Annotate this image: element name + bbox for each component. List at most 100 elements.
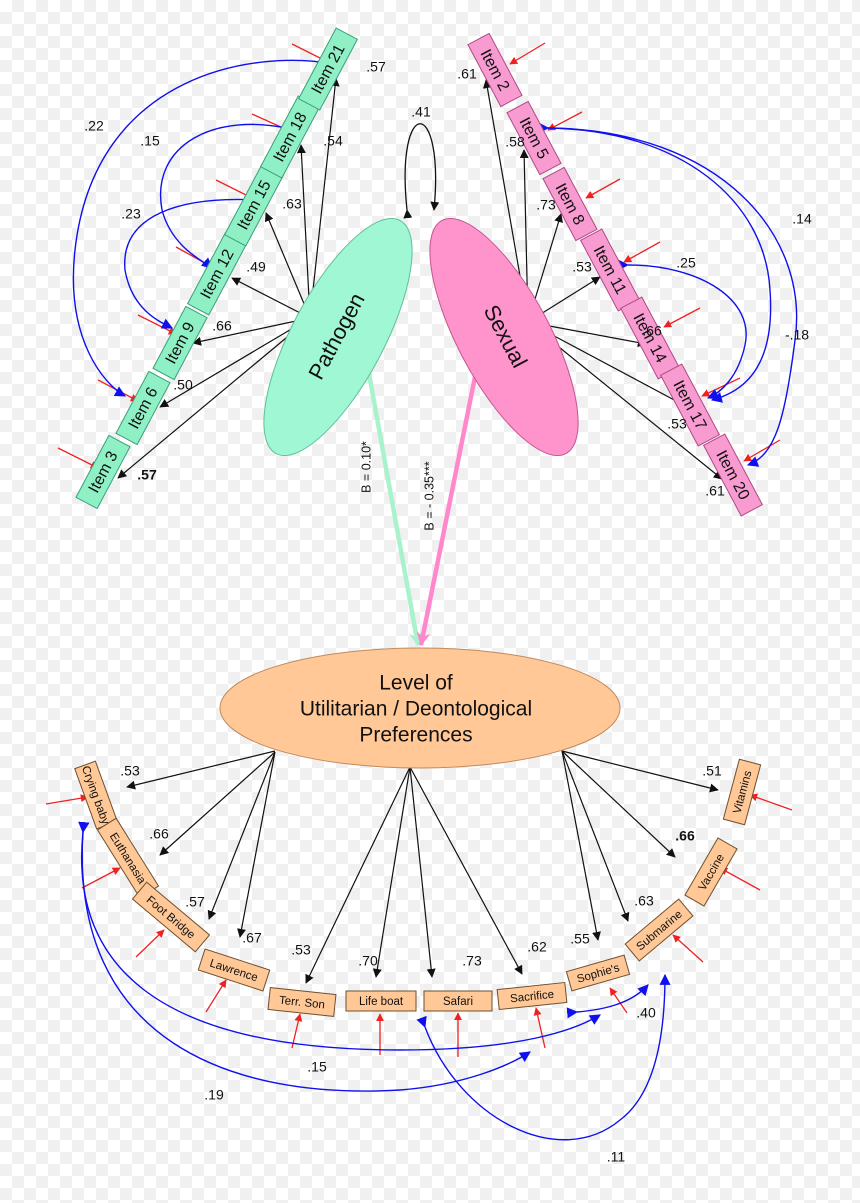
error-arrow — [743, 439, 781, 462]
pathogen-item-12-box: Item 12 — [186, 232, 248, 316]
sexual-factor: Sexual — [429, 217, 579, 457]
loading-arrow — [237, 751, 276, 938]
loading-label: .57 — [137, 467, 157, 483]
error-arrow — [719, 867, 761, 891]
dilemma-life-boat-box: Life boat — [345, 990, 417, 1012]
pathogen-item-21-box: Item 21 — [297, 27, 359, 111]
error-arrow — [509, 42, 546, 65]
covariance-label: .15 — [307, 1059, 327, 1075]
loading-arrow — [159, 751, 276, 856]
loading-arrow — [207, 751, 276, 920]
dilemma-safari-box: Safari — [423, 990, 493, 1012]
pathogen-ellipse — [263, 217, 413, 457]
dilemma-crying-baby-box: Crying baby — [74, 760, 118, 830]
error-arrow — [623, 241, 661, 263]
item-rect — [467, 32, 523, 108]
dilemma-vitamins-box: Vitamins — [722, 758, 762, 826]
loading-arrow — [561, 750, 630, 922]
covariance-curve — [538, 122, 798, 467]
error-arrow — [749, 793, 793, 811]
error-arrow — [672, 934, 704, 963]
covariance-curve — [416, 973, 671, 1141]
covariance-label: .19 — [204, 1087, 224, 1103]
item-rect — [659, 363, 721, 447]
outcome-label-line: Preferences — [359, 724, 472, 747]
dilemma-sophie-s-box: Sophie's — [565, 954, 631, 992]
dilemma-label: Life boat — [359, 996, 404, 1008]
dilemma-rect — [684, 837, 738, 907]
loading-label: .50 — [173, 377, 193, 393]
loading-label: .66 — [675, 828, 695, 844]
covariance-curve — [124, 195, 269, 329]
loading-label: .62 — [527, 939, 547, 955]
pathogen-path-arrow — [359, 334, 423, 647]
error-arrow — [137, 314, 177, 335]
error-arrow — [609, 987, 628, 1014]
sexual-item-20-box: Item 20 — [702, 433, 764, 517]
error-arrow — [135, 929, 165, 958]
covariance-curve — [538, 122, 772, 403]
loading-arrow — [409, 766, 523, 975]
dilemma-vaccine-box: Vaccine — [684, 837, 738, 907]
dilemma-terr-son-box: Terr. Son — [267, 987, 337, 1017]
item-rect — [702, 433, 764, 517]
outcome-ellipse — [219, 647, 621, 769]
loading-label: .49 — [246, 259, 266, 275]
dilemma-rect — [345, 990, 417, 1012]
covariance-label: .22 — [84, 118, 104, 134]
sexual-item-17-box: Item 17 — [659, 363, 721, 447]
dilemma-rect — [496, 981, 568, 1011]
error-arrow — [45, 794, 89, 805]
sexual-path-label: B = - 0.35*** — [422, 461, 436, 530]
loading-arrow — [305, 766, 411, 984]
dilemma-label: Terr. Son — [278, 995, 325, 1012]
loading-arrow — [372, 766, 411, 978]
loading-label: .57 — [185, 894, 205, 910]
covariance-label: .23 — [121, 206, 141, 222]
sexual-ellipse — [429, 217, 579, 457]
pathogen-item-18-box: Item 18 — [259, 95, 321, 179]
covariance-curve — [72, 59, 343, 397]
item-rect — [75, 434, 131, 510]
covariance-label: .40 — [636, 1005, 656, 1021]
covariance-label: .15 — [140, 133, 160, 149]
loading-arrow — [264, 212, 311, 319]
loading-arrow — [561, 750, 676, 858]
dilemma-rect — [423, 990, 493, 1012]
covariance-label: .14 — [792, 211, 812, 227]
item-rect — [297, 27, 359, 111]
loading-label: .66 — [149, 826, 169, 842]
item-rect — [542, 166, 598, 242]
error-arrow — [205, 979, 227, 1013]
loading-label: .58 — [505, 134, 525, 150]
loading-label: .66 — [212, 318, 232, 334]
covariance-label: .25 — [676, 255, 696, 271]
covariance-curve — [78, 821, 601, 1051]
factor-correlation-label: .41 — [411, 104, 431, 120]
loading-label: .73 — [462, 953, 482, 969]
dilemma-rect — [197, 948, 271, 992]
sexual-path-arrow — [416, 351, 483, 647]
dilemma-rect — [131, 881, 211, 953]
dilemma-foot-bridge-box: Foot Bridge — [131, 881, 211, 953]
loading-label: .73 — [536, 197, 556, 213]
error-arrow — [57, 447, 99, 469]
loading-arrow — [409, 766, 436, 978]
error-arrow — [585, 178, 621, 199]
outcome-label-line: Level of — [379, 672, 453, 695]
covariance-curve — [78, 821, 531, 1092]
loading-label: .61 — [705, 483, 725, 499]
covariance-label: -.18 — [785, 327, 809, 343]
loading-label: .57 — [366, 59, 386, 75]
loading-label: .53 — [291, 942, 311, 958]
loading-label: .61 — [457, 66, 477, 82]
dilemma-rect — [565, 954, 631, 992]
error-arrow — [533, 1007, 546, 1049]
loading-label: .70 — [358, 953, 378, 969]
pathogen-path-label: B = 0.10* — [359, 441, 373, 493]
pathogen-item-6-box: Item 6 — [115, 370, 171, 446]
error-arrow — [701, 377, 741, 397]
dilemma-label: Sacrifice — [510, 989, 555, 1006]
loading-arrow — [561, 750, 719, 793]
